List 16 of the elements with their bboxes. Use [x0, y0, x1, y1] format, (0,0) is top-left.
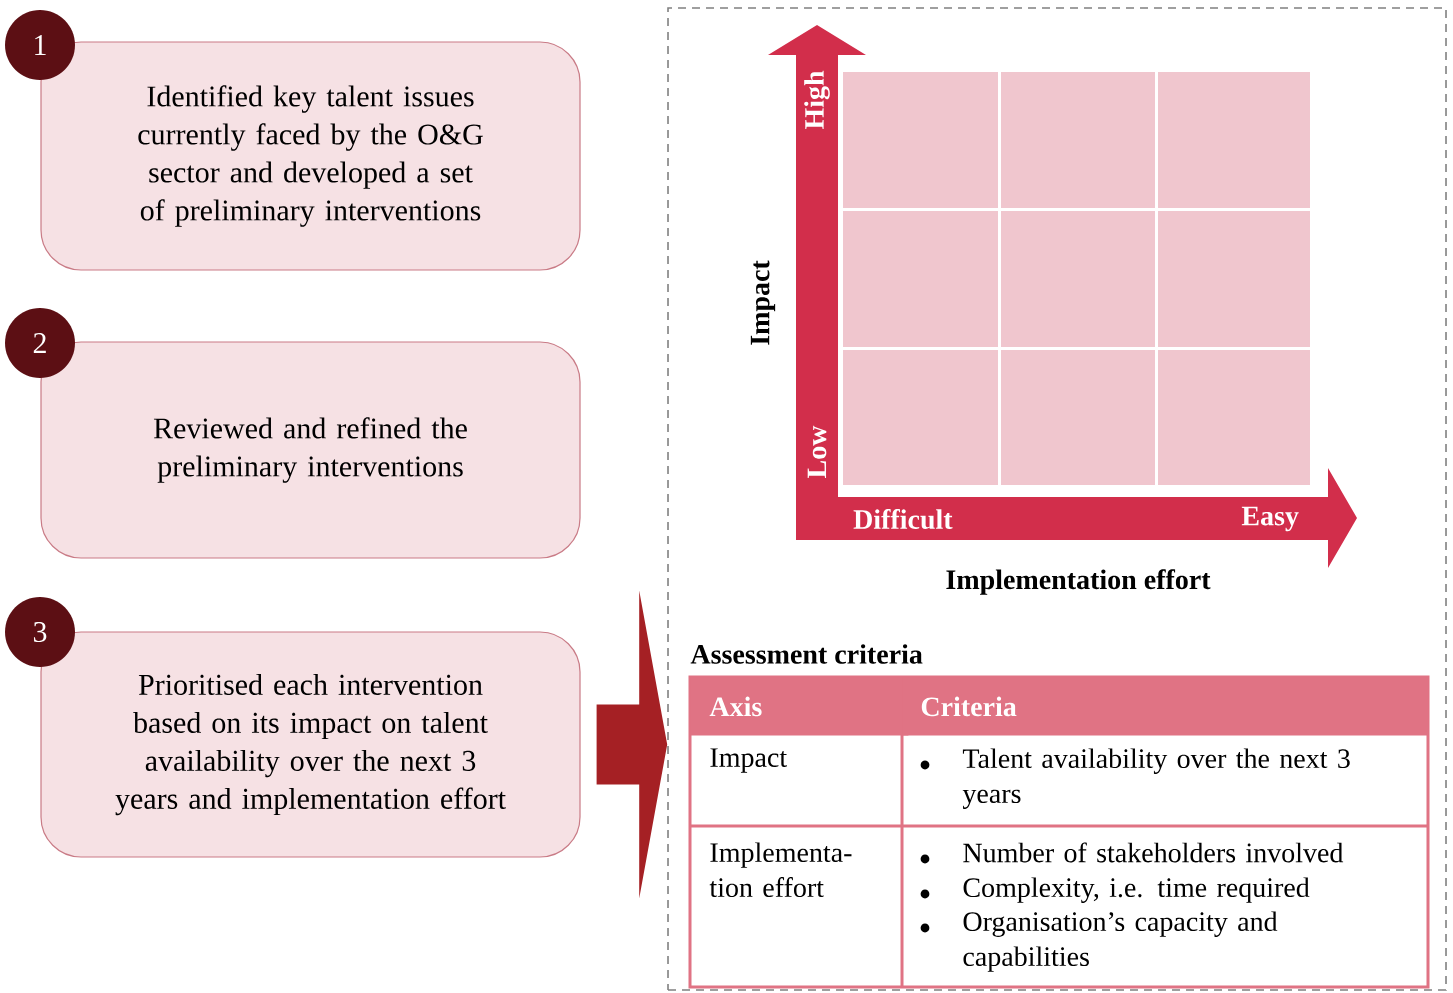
table-cell-text: Impact [710, 748, 787, 773]
bullet-item: Complexity, i.e. time required [920, 877, 1310, 903]
bullet-item: Talent availability over the next 3 years [920, 748, 1350, 809]
table-header-cell: Axis [690, 677, 909, 736]
bullet-item: Number of stakeholders involved [920, 842, 1344, 864]
axis-end-label: Difficult [853, 508, 953, 530]
axis-title: Implementation effort [946, 569, 1211, 595]
bullet-item: Organisation’s capacity and capabilities [920, 911, 1278, 972]
block-arrow [596, 590, 668, 899]
dashed-panel [667, 7, 1447, 991]
table-title: Assessment criteria [690, 644, 923, 664]
table-cell-text: Implementa-tion effort [709, 842, 852, 898]
axis-end-label: Low [807, 425, 827, 478]
axis-end-label: Easy [1241, 506, 1299, 532]
axis-title: Impact [750, 260, 776, 345]
axis-end-label: High [804, 70, 830, 130]
